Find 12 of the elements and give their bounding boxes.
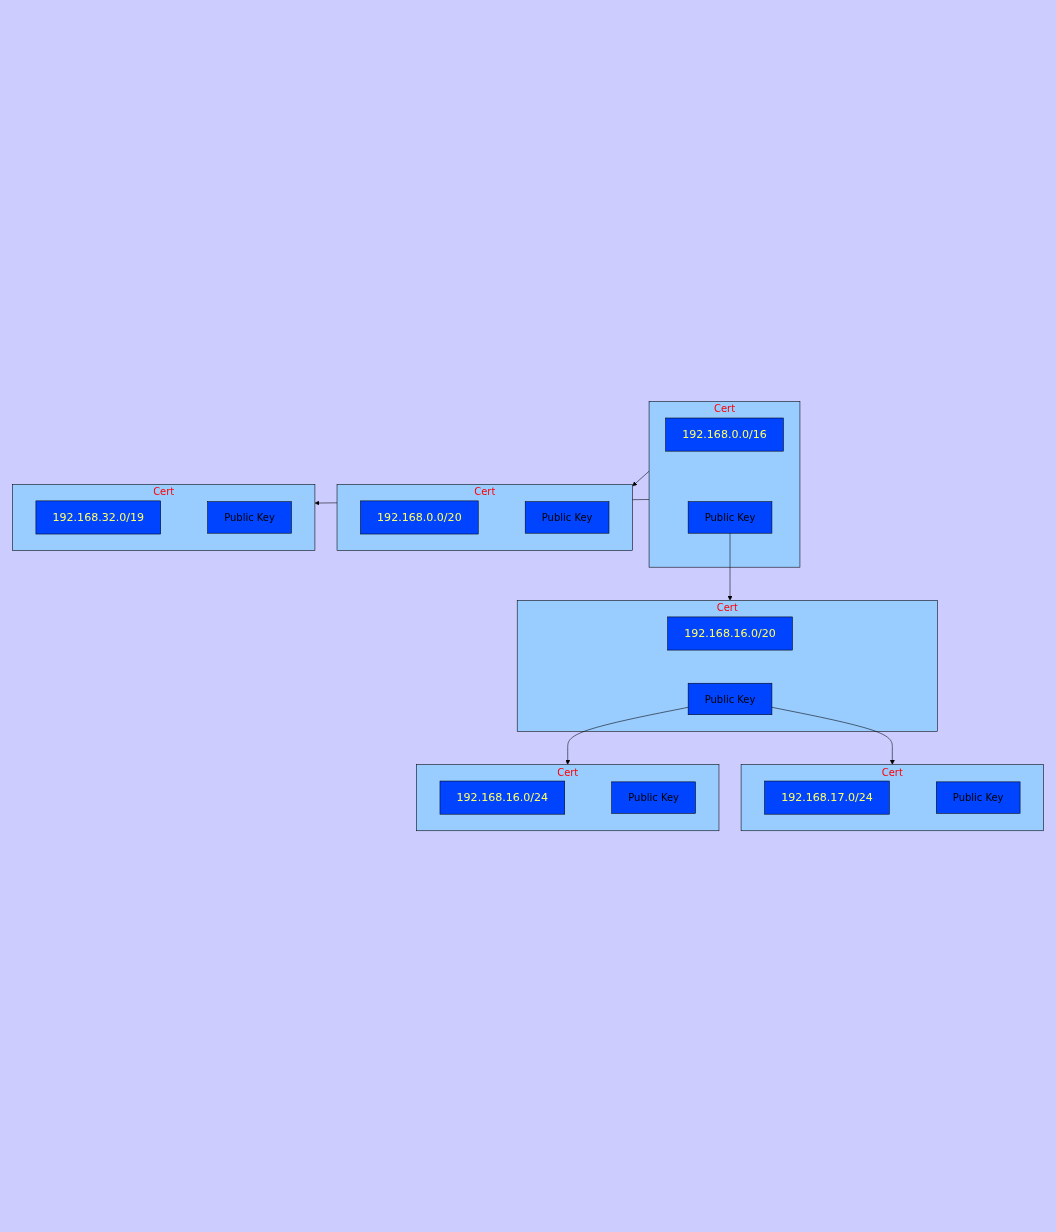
node-box: 192.168.32.0/19 [35, 500, 161, 535]
node-box: Public Key [524, 501, 610, 534]
node-box: 192.168.0.0/16 [665, 417, 784, 452]
node-box: 192.168.17.0/24 [764, 780, 890, 815]
node-box: 192.168.16.0/24 [439, 780, 565, 815]
node-box: 192.168.0.0/20 [360, 500, 479, 535]
node-box: Public Key [936, 781, 1021, 814]
node-box: 192.168.16.0/20 [667, 616, 793, 651]
node-box: Public Key [687, 682, 773, 715]
node-box: Public Key [207, 501, 292, 534]
node-box: Public Key [611, 781, 696, 814]
node-box: Public Key [687, 501, 773, 534]
